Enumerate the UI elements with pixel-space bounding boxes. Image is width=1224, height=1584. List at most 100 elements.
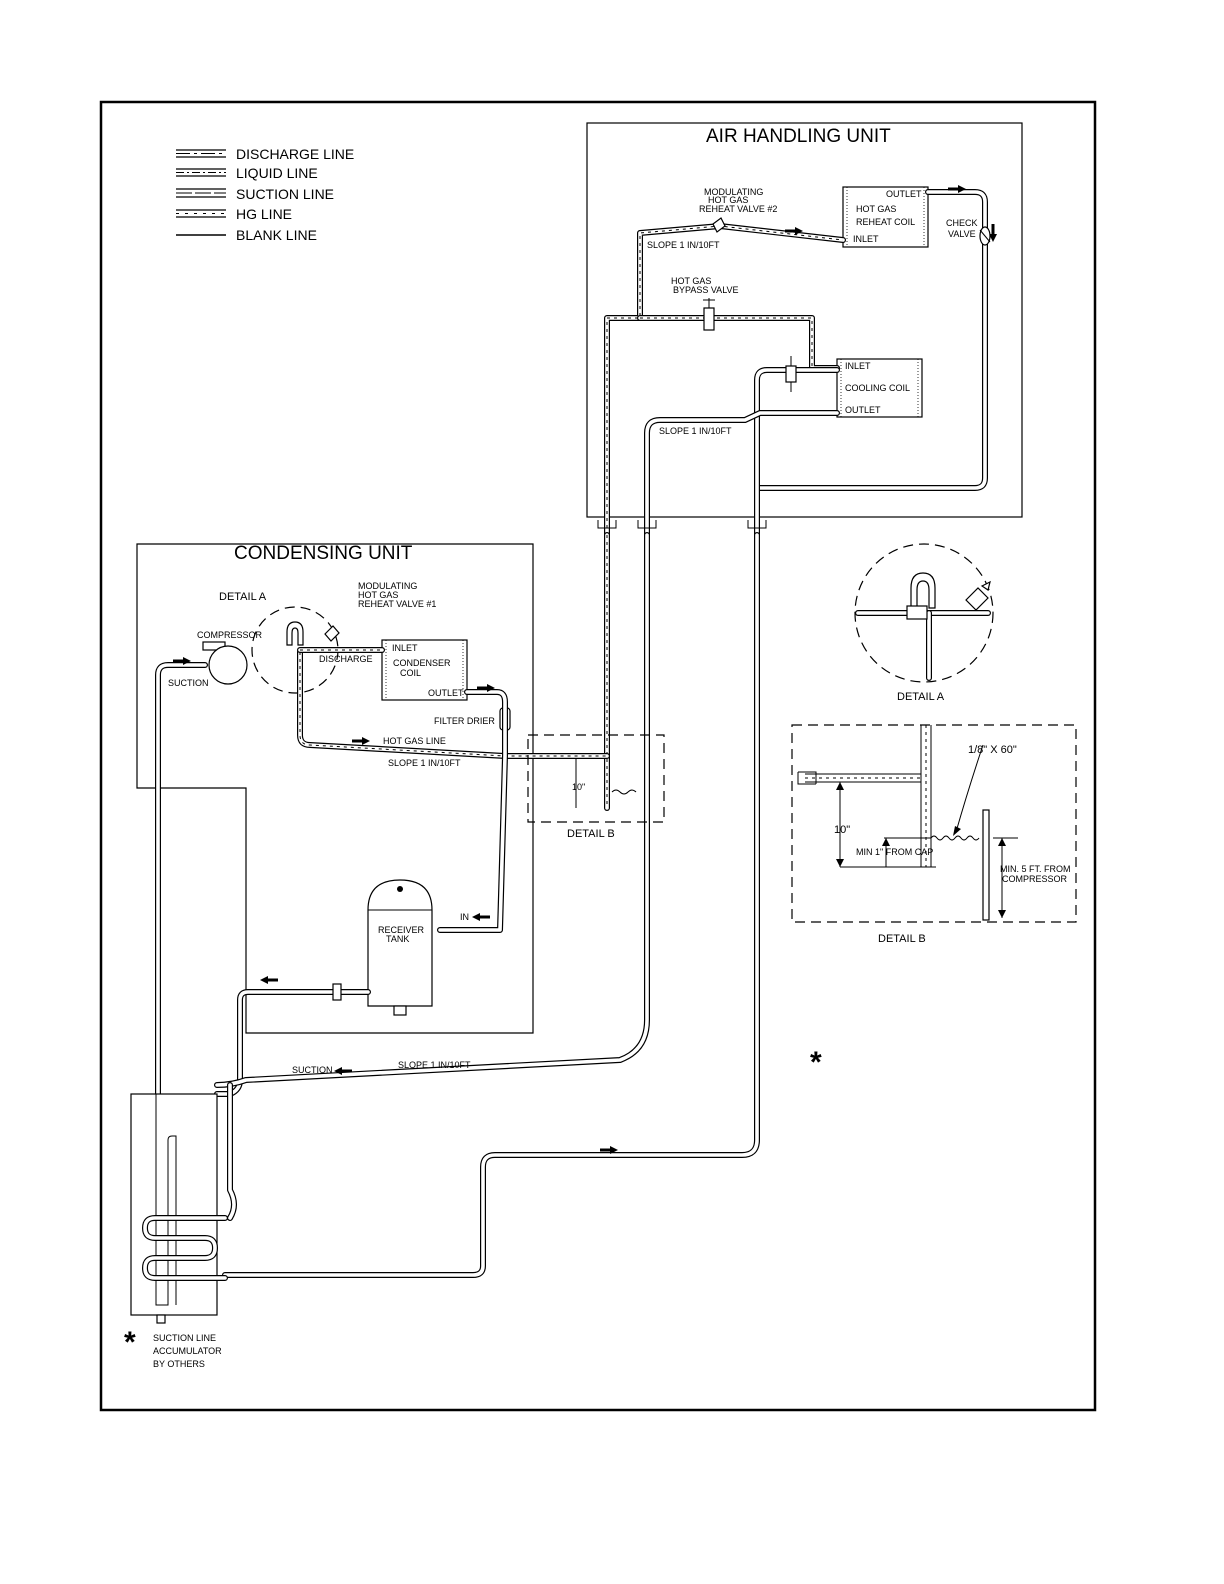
compressor [202,641,248,685]
mod-valve-1 [324,625,340,642]
ahu-reheat-outlet [754,189,988,538]
arrow-compressor-in [173,657,191,665]
ahu-title: AIR HANDLING UNIT [706,126,891,147]
arrow-reheat-out [948,185,966,193]
accumulator-inlet [227,1082,237,1221]
reheat-coil-inlet-label: INLET [853,234,879,244]
reheat-coil: OUTLET HOT GAS REHEAT COIL INLET [842,186,929,248]
ahu-slope-upper: SLOPE 1 IN/10FT [647,240,720,250]
detail-b-min-cap-label: MIN 1" FROM CAP [856,847,933,857]
ahu-slope-lower: SLOPE 1 IN/10FT [659,426,732,436]
arrow-hot-gas [352,737,370,745]
detail-b-height-label: 10" [834,824,850,836]
detail-a-enlarged: DETAIL A [854,543,994,703]
check-valve-line1: CHECK [946,218,978,228]
receiver-tank: RECEIVER TANK [367,879,433,1016]
outer-frame [99,100,1097,1412]
legend-suction-label: SUCTION LINE [236,186,334,202]
compressor-label: COMPRESSOR [197,630,263,640]
arrow-receiver-in [472,913,490,921]
arrow-reheat-in [785,227,803,235]
detail-b-vertical-pipe [916,725,936,868]
compressor-suction [155,662,208,1097]
detail-b-small-label: DETAIL B [567,828,615,840]
suction-line-accumulator [130,1093,228,1324]
condensing-unit: CONDENSING UNIT DETAIL A MODULATING HOT … [136,543,534,1034]
mod-valve-2-line2: HOT GAS [708,195,748,205]
piping [155,189,988,1278]
main-suction [214,532,650,1088]
legend: DISCHARGE LINE LIQUID LINE SUCTION LINE … [176,146,354,243]
legend-liquid-symbol [176,168,226,177]
air-handling-unit: AIR HANDLING UNIT OUTLET HOT GAS REHEAT … [586,122,1023,518]
legend-hg-label: HG LINE [236,206,292,222]
bypass-valve [703,298,715,331]
expansion-valve [785,356,797,392]
bypass-valve-line2: BYPASS VALVE [673,285,739,295]
ahu-enclosure [586,122,1023,518]
ahu-liquid-to-coil [754,367,840,538]
cooling-coil-outlet-label: OUTLET [845,405,881,415]
liquid-return [222,532,760,1278]
condenser-name-line2: COIL [400,668,421,678]
note-line1: SUCTION LINE [153,1333,216,1343]
ahu-suction-return [644,410,840,538]
bypass-valve-line1: HOT GAS [671,276,711,286]
legend-liquid-label: LIQUID LINE [236,165,318,181]
detail-b-min-comp-line2: COMPRESSOR [1002,874,1068,884]
discharge-label: DISCHARGE [319,654,373,664]
legend-suction-symbol [176,188,226,198]
reheat-coil-outlet-label: OUTLET [886,189,922,199]
receiver-in-label: IN [460,912,469,922]
hot-gas-line-label: HOT GAS LINE [383,736,446,746]
detail-b-capillary [930,835,980,841]
mod-valve-1-line3: REHEAT VALVE #1 [358,599,436,609]
cu-title: CONDENSING UNIT [234,543,413,564]
mod-valve-1-line2: HOT GAS [358,590,398,600]
arrow-condenser-out [477,684,495,692]
condenser-inlet-label: INLET [392,643,418,653]
legend-discharge-label: DISCHARGE LINE [236,146,354,162]
cu-detail-a-label: DETAIL A [219,591,267,603]
mod-valve-2-line1: MODULATING [704,187,763,197]
arrow-liquid-return [600,1146,618,1154]
ahu-bypass-line [637,315,840,371]
condenser-outlet-label: OUTLET [428,688,464,698]
receiver-line2: TANK [386,934,409,944]
pipe-support-3 [747,520,767,529]
check-valve-line2: VALVE [948,229,976,239]
note-line2: ACCUMULATOR [153,1346,222,1356]
hot-gas-line [297,649,610,759]
mod-valve-2-line3: REHEAT VALVE #2 [699,204,777,214]
receiver-line1: RECEIVER [378,925,425,935]
arrow-check-down [989,224,997,242]
arrow-suction [334,1067,352,1075]
valves [286,217,991,1001]
legend-blank-label: BLANK LINE [236,227,317,243]
detail-a-label: DETAIL A [897,691,945,703]
detail-b-capillary-label: 1/8" X 60" [968,744,1017,756]
note-line3: BY OTHERS [153,1359,205,1369]
receiver-outlet [214,989,371,1097]
cooling-coil-name: COOLING COIL [845,383,910,393]
detail-b-min-comp-line1: MIN. 5 FT. FROM [1000,864,1071,874]
cu-suction-label: SUCTION [168,678,209,688]
bottom-slope-label: SLOPE 1 IN/10FT [398,1060,471,1070]
detail-b-label: DETAIL B [878,933,926,945]
cooling-coil: INLET COOLING COIL OUTLET [836,358,923,418]
cu-enclosure [136,543,534,1034]
cooling-coil-inlet-label: INLET [845,361,871,371]
reheat-coil-name-line1: HOT GAS [856,204,896,214]
detail-b-enlarged: DETAIL B 1/8" X 60" 10" MIN 1" F [791,724,1077,945]
pipe-support-1 [597,520,617,529]
condenser-outlet [437,689,508,933]
detail-b-small-dim: 10" [572,782,585,792]
arrow-receiver-out [260,976,278,984]
detail-b-horizontal-pipe [797,771,921,785]
detail-b-small: DETAIL B 10" [527,734,665,840]
asterisk-mark-note: * [124,1326,136,1359]
ahu-hg-riser [604,223,846,538]
mod-valve-1-line1: MODULATING [358,581,417,591]
pipe-support-2 [637,520,657,529]
